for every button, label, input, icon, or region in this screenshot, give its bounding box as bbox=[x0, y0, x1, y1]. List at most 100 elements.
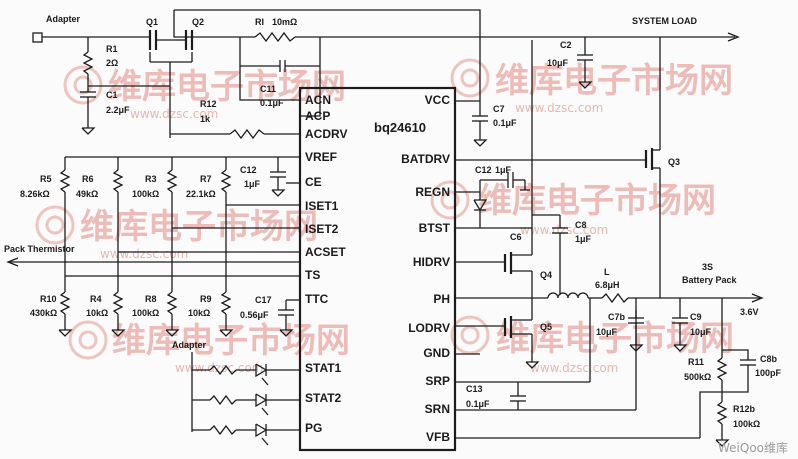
pin-regn: REGN bbox=[415, 185, 450, 199]
footer-watermark: WeiQoo维库 bbox=[718, 440, 788, 455]
status-leds: Adapter bbox=[172, 340, 300, 446]
c11-value: 0.1μF bbox=[260, 98, 284, 108]
r1-value: 2Ω bbox=[106, 58, 118, 68]
c8b-ref: C8b bbox=[760, 354, 778, 364]
pin-vfb: VFB bbox=[426, 430, 450, 444]
adapter-label: Adapter bbox=[46, 14, 81, 24]
adapter-connector bbox=[32, 32, 43, 43]
r7-value: 22.1kΩ bbox=[186, 189, 216, 199]
c12-ref-label: C12 bbox=[240, 165, 257, 175]
ic-left-pins: ACN ACP ACDRV VREF CE ISET1 ISET2 ACSET … bbox=[305, 93, 347, 435]
power-stage: C12 1μF C8 1μF C6 Q4 bbox=[455, 40, 782, 447]
watermark-brand: 维库电子市场网 bbox=[80, 207, 318, 247]
ts-network: Pack Thermistor R10 430kΩ R4 10kΩ R8 100… bbox=[4, 205, 300, 337]
system-load-label: SYSTEM LOAD bbox=[632, 16, 698, 26]
q1-q2-mosfets: Q1 Q2 bbox=[146, 17, 204, 138]
r6-value: 49kΩ bbox=[76, 189, 98, 199]
c17-ref: C17 bbox=[255, 295, 272, 305]
r4-ref: R4 bbox=[90, 294, 102, 304]
pin-srp: SRP bbox=[425, 374, 450, 388]
r7-ref: R7 bbox=[200, 174, 212, 184]
c8b-value: 100pF bbox=[755, 368, 782, 378]
c6-value: 1μF bbox=[575, 234, 592, 244]
watermark-url: www.dzsc.com bbox=[520, 223, 608, 237]
pin-ts: TS bbox=[305, 268, 320, 282]
c7-value: 0.1μF bbox=[493, 118, 517, 128]
r9-ref: R9 bbox=[200, 294, 212, 304]
pin-srn: SRN bbox=[425, 402, 450, 416]
r12b-value: 100kΩ bbox=[733, 419, 760, 429]
top-rail: RI 10mΩ SYSTEM LOAD C11 0.1μF R12 1k C7 … bbox=[170, 9, 740, 147]
c9-value: 10μF bbox=[690, 327, 712, 337]
ic-body bbox=[298, 86, 457, 452]
r5-value: 8.26kΩ bbox=[20, 189, 50, 199]
pin-pg: PG bbox=[305, 421, 322, 435]
battery-voltage: 3.6V bbox=[740, 307, 759, 317]
r3-ref: R3 bbox=[145, 174, 157, 184]
c17-value: 0.56μF bbox=[240, 310, 269, 320]
led-adapter-label: Adapter bbox=[172, 340, 207, 350]
c7b-ref: C7b bbox=[608, 312, 626, 322]
watermark-url: www.dzsc.com bbox=[130, 107, 218, 121]
c1-value: 2.2μF bbox=[106, 105, 130, 115]
watermark-brand: 维库电子市场网 bbox=[496, 319, 734, 359]
c2-ref: C2 bbox=[560, 40, 572, 50]
pin-stat2: STAT2 bbox=[305, 391, 342, 405]
ic-right-pins: VCC BATDRV REGN BTST HIDRV PH LODRV GND … bbox=[401, 93, 451, 444]
pin-batdrv: BATDRV bbox=[401, 152, 450, 166]
c12-value: 1μF bbox=[244, 179, 261, 189]
battery-cells: 3S bbox=[702, 262, 713, 272]
r9-value: 10kΩ bbox=[188, 308, 210, 318]
pin-vcc: VCC bbox=[425, 93, 451, 107]
c1-ref: C1 bbox=[106, 90, 118, 100]
pin-gnd: GND bbox=[423, 346, 450, 360]
c11-ref: C11 bbox=[260, 84, 276, 94]
r12b-ref: R12b bbox=[733, 404, 756, 414]
r12-ref: R12 bbox=[200, 99, 217, 109]
pin-acdrv: ACDRV bbox=[305, 127, 347, 141]
q3-battery-fet: Q3 bbox=[455, 37, 680, 298]
q5-ref: Q5 bbox=[540, 322, 552, 332]
r11-ref: R11 bbox=[688, 357, 704, 367]
pin-ttc: TTC bbox=[305, 292, 329, 306]
c7b-value: 10μF bbox=[596, 327, 618, 337]
q4-ref: C6 bbox=[510, 232, 522, 242]
r8-ref: R8 bbox=[145, 294, 157, 304]
pin-btst: BTST bbox=[419, 221, 451, 235]
c9-ref: C9 bbox=[690, 312, 702, 322]
pin-acset: ACSET bbox=[305, 245, 346, 259]
watermark-url: www.dzsc.com bbox=[530, 361, 618, 375]
pin-iset1: ISET1 bbox=[305, 199, 339, 213]
c13-ref: C13 bbox=[466, 384, 483, 394]
watermark-url: www.dzsc.com bbox=[100, 247, 188, 261]
watermark-brand: 维库电子市场网 bbox=[112, 321, 350, 361]
watermark-url: www.dzsc.com bbox=[175, 361, 263, 375]
pin-acn: ACN bbox=[305, 93, 331, 107]
r1-ref: R1 bbox=[106, 44, 118, 54]
r6-ref: R6 bbox=[82, 174, 94, 184]
r10-value: 430kΩ bbox=[30, 308, 57, 318]
watermark-layer: 维库电子市场网 www.dzsc.com 维库电子市场网 www.dzsc.co… bbox=[35, 58, 734, 375]
q1-ref: Q1 bbox=[146, 17, 158, 27]
pin-ph: PH bbox=[433, 292, 450, 306]
pin-vref: VREF bbox=[305, 150, 337, 164]
rsense-ref: L bbox=[604, 267, 610, 277]
c8-value: 1μF bbox=[495, 165, 512, 175]
pin-iset2: ISET2 bbox=[305, 222, 339, 236]
pin-stat1: STAT1 bbox=[305, 361, 342, 375]
ri-ref: RI bbox=[255, 17, 264, 27]
r11-value: 500kΩ bbox=[684, 372, 711, 382]
r8-value: 100kΩ bbox=[132, 308, 159, 318]
ic-part-number: bq24610 bbox=[374, 120, 426, 135]
watermark-brand: 维库电子市场网 bbox=[495, 61, 733, 101]
rsense-value: 6.8μH bbox=[595, 280, 620, 290]
r3-value: 100kΩ bbox=[132, 189, 159, 199]
c13-value: 0.1μF bbox=[466, 399, 490, 409]
ri-value: 10mΩ bbox=[272, 17, 297, 27]
r12-value: 1k bbox=[200, 114, 211, 124]
c6-ref: C8 bbox=[575, 220, 587, 230]
pin-lodrv: LODRV bbox=[408, 321, 450, 335]
r10-ref: R10 bbox=[40, 294, 57, 304]
